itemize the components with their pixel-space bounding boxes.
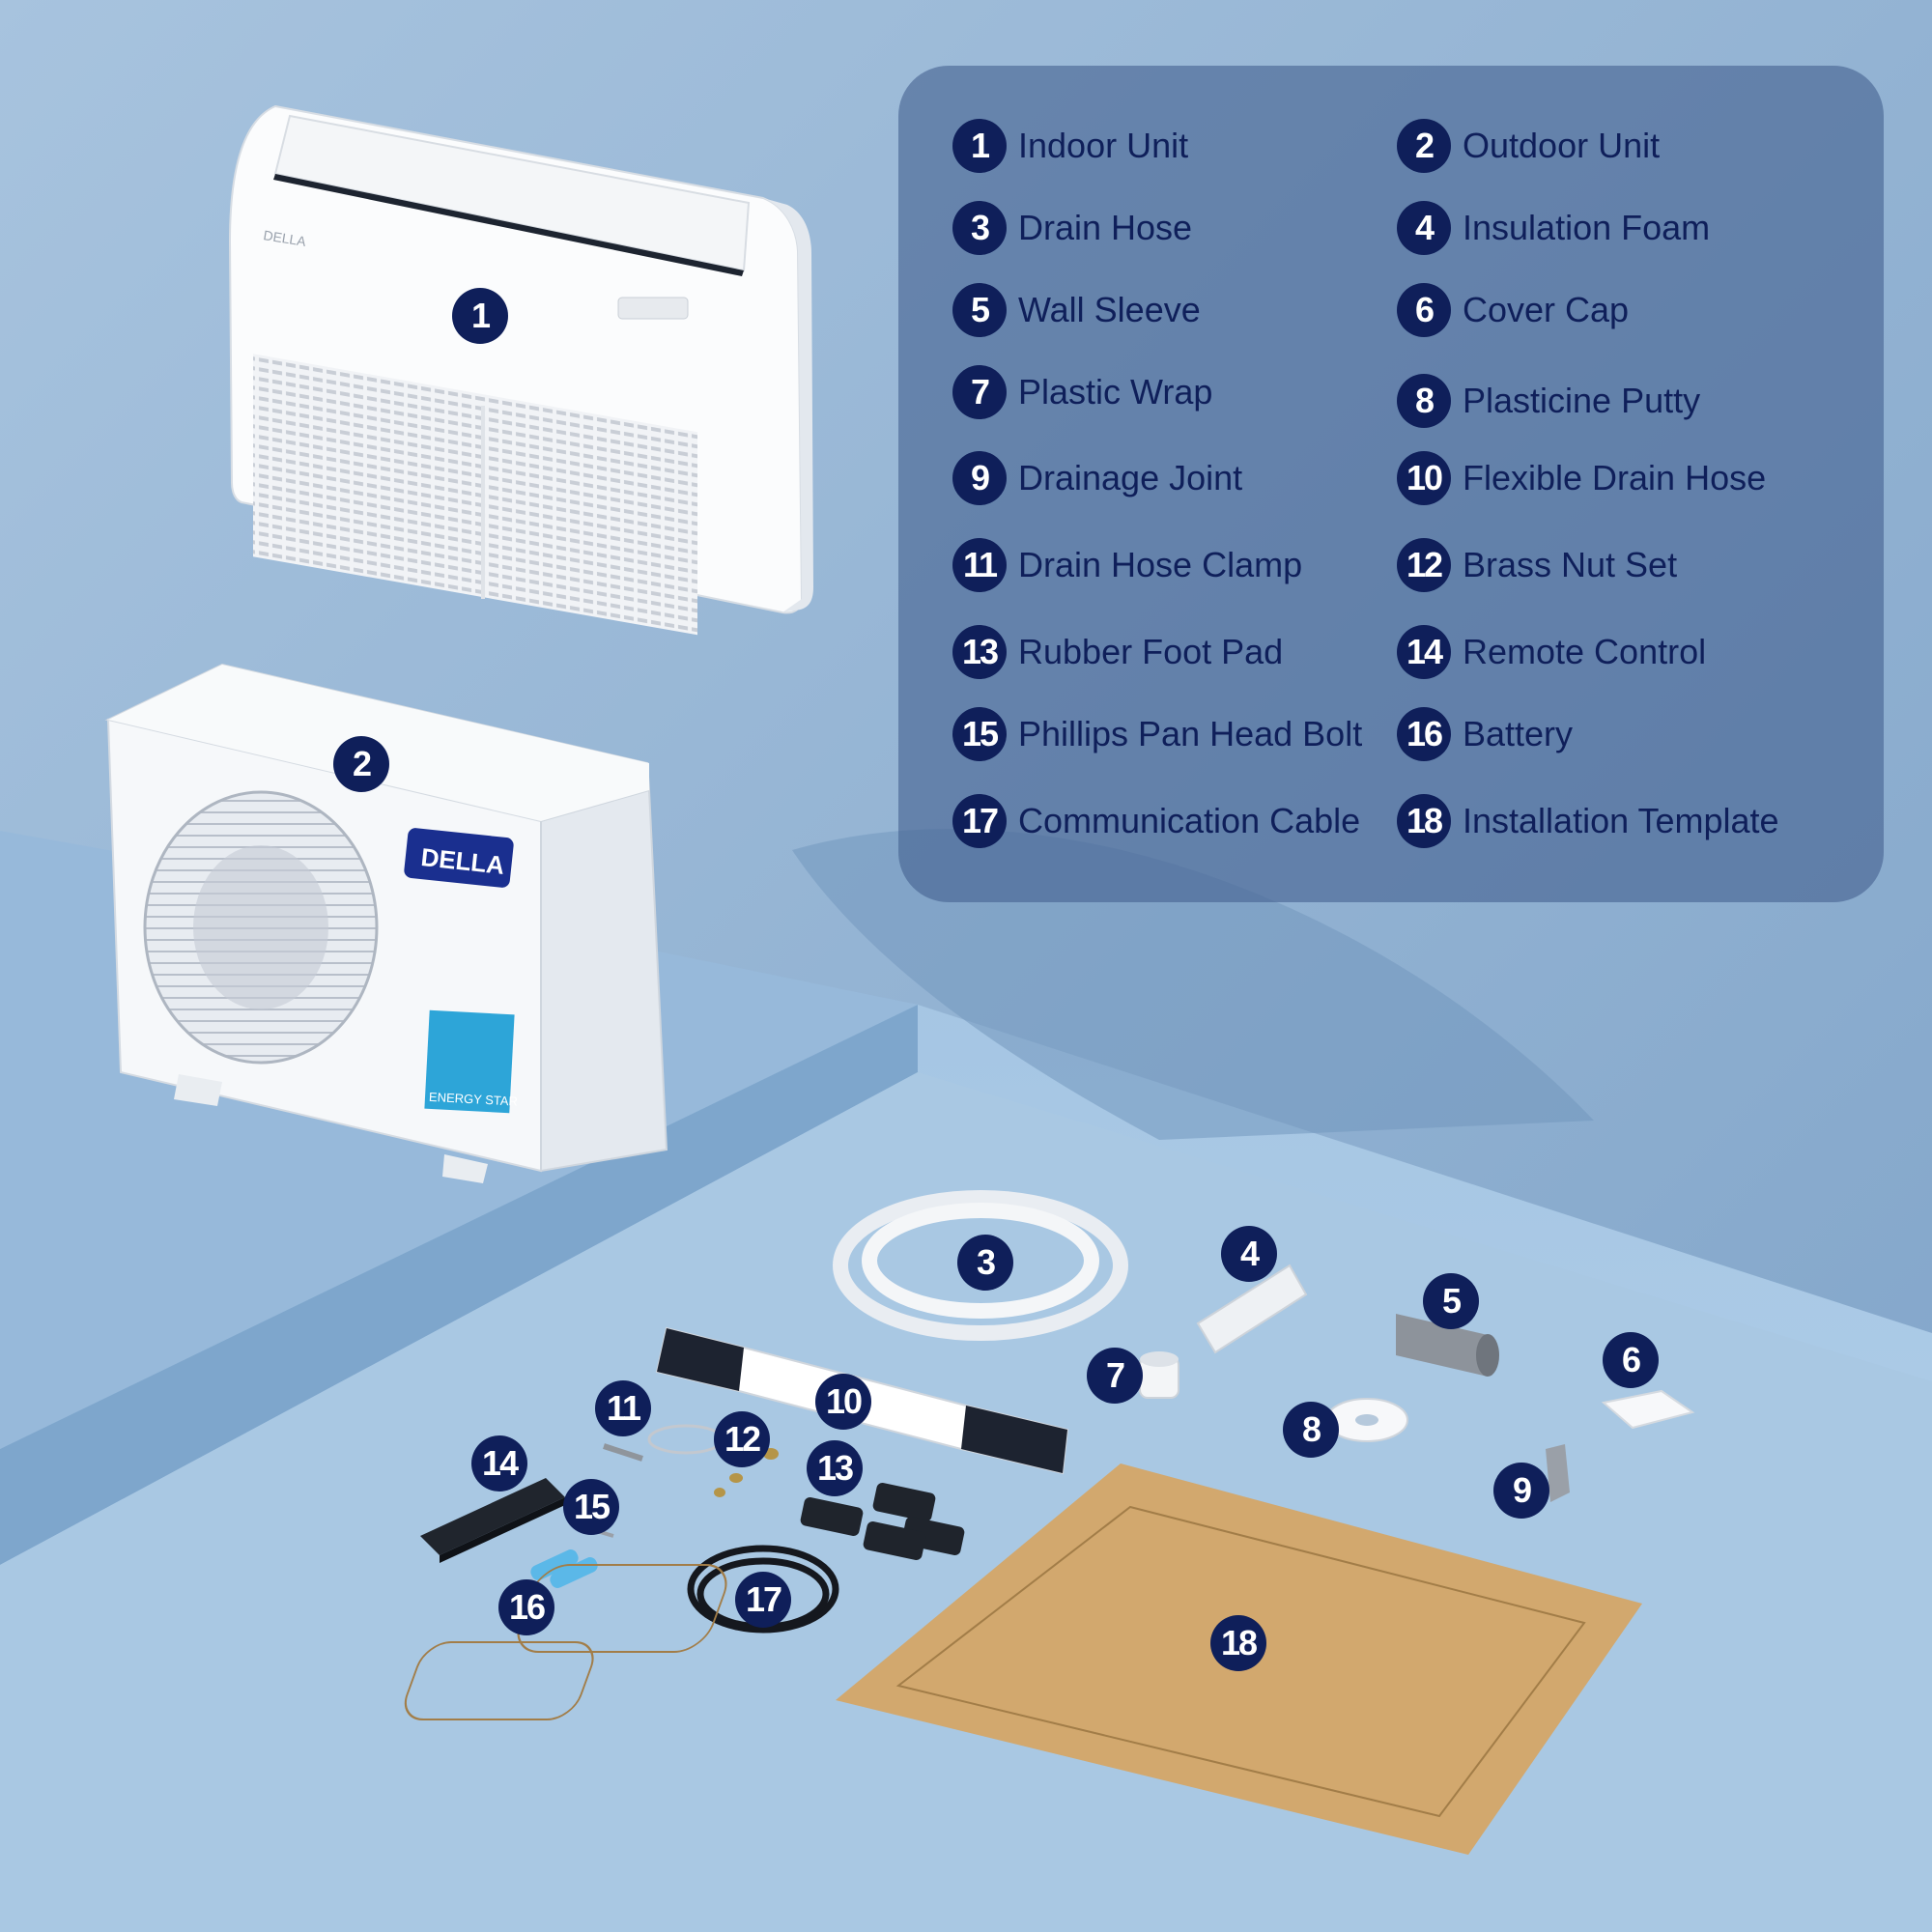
legend-badge: 3 (952, 201, 1007, 255)
legend-label: Outdoor Unit (1463, 126, 1661, 165)
parts-legend: 1 Indoor Unit 2 Outdoor Unit 3 Drain Hos… (898, 66, 1884, 902)
legend-badge: 4 (1397, 201, 1451, 255)
legend-badge: 15 (952, 707, 1007, 761)
legend-badge: 14 (1397, 625, 1451, 679)
legend-item-communication-cable: 17 Communication Cable (952, 792, 1360, 850)
accessory-cover-cap (1601, 1389, 1695, 1430)
legend-item-phillips-pan-head-bolt: 15 Phillips Pan Head Bolt (952, 705, 1362, 763)
legend-item-indoor-unit: 1 Indoor Unit (952, 117, 1188, 175)
indoor-logo: DELLA (263, 227, 308, 249)
accessory-wall-sleeve (1396, 1314, 1499, 1377)
legend-label: Rubber Foot Pad (1018, 632, 1284, 671)
legend-item-drain-hose-clamp: 11 Drain Hose Clamp (952, 536, 1302, 594)
legend-badge: 5 (952, 283, 1007, 337)
legend-badge: 7 (952, 365, 1007, 419)
callout-plastic-wrap: 7 (1087, 1348, 1143, 1404)
legend-badge: 1 (952, 119, 1007, 173)
callout-drainage-joint: 9 (1493, 1463, 1549, 1519)
callout-plasticine-putty: 8 (1283, 1402, 1339, 1458)
callout-cover-cap: 6 (1603, 1332, 1659, 1388)
legend-label: Remote Control (1463, 632, 1707, 671)
legend-label: Phillips Pan Head Bolt (1018, 714, 1363, 753)
legend-item-plastic-wrap: 7 Plastic Wrap (952, 363, 1212, 421)
legend-label: Plasticine Putty (1463, 381, 1701, 420)
callout-remote-control: 14 (471, 1435, 527, 1492)
legend-label: Communication Cable (1018, 801, 1361, 840)
legend-label: Drain Hose Clamp (1018, 545, 1303, 584)
callout-wall-sleeve: 5 (1423, 1273, 1479, 1329)
accessory-rubber-foot-pads (800, 1482, 965, 1561)
callout-outdoor-unit: 2 (333, 736, 389, 792)
callout-flexible-drain-hose: 10 (815, 1374, 871, 1430)
legend-item-installation-template: 18 Installation Template (1397, 792, 1779, 850)
legend-item-drainage-joint: 9 Drainage Joint (952, 449, 1242, 507)
legend-label: Brass Nut Set (1463, 545, 1678, 584)
legend-badge: 2 (1397, 119, 1451, 173)
callout-brass-nut-set: 12 (714, 1411, 770, 1467)
callout-phillips-bolt: 15 (563, 1479, 619, 1535)
legend-badge: 13 (952, 625, 1007, 679)
legend-item-plasticine-putty: 8 Plasticine Putty (1397, 372, 1700, 430)
accessory-remote-control (420, 1478, 565, 1563)
legend-badge: 8 (1397, 374, 1451, 428)
legend-badge: 16 (1397, 707, 1451, 761)
wall-shadow (792, 829, 1594, 1140)
indoor-unit: DELLA (228, 104, 813, 636)
callout-insulation-foam: 4 (1221, 1226, 1277, 1282)
legend-label: Cover Cap (1463, 290, 1630, 329)
energy-star-label: ENERGY STAR (429, 1090, 519, 1109)
legend-label: Battery (1463, 714, 1574, 753)
legend-badge: 10 (1397, 451, 1451, 505)
legend-item-cover-cap: 6 Cover Cap (1397, 281, 1629, 339)
legend-label: Installation Template (1463, 801, 1779, 840)
callout-battery: 16 (498, 1579, 554, 1635)
accessory-drain-hose (833, 1190, 1128, 1341)
legend-badge: 6 (1397, 283, 1451, 337)
legend-label: Plastic Wrap (1018, 372, 1213, 412)
legend-item-battery: 16 Battery (1397, 705, 1573, 763)
legend-item-drain-hose: 3 Drain Hose (952, 199, 1192, 257)
legend-item-insulation-foam: 4 Insulation Foam (1397, 199, 1710, 257)
callout-installation-template: 18 (1210, 1615, 1266, 1671)
legend-item-brass-nut-set: 12 Brass Nut Set (1397, 536, 1677, 594)
callout-drain-hose-clamp: 11 (595, 1380, 651, 1436)
legend-item-wall-sleeve: 5 Wall Sleeve (952, 281, 1201, 339)
accessory-plastic-wrap (1139, 1351, 1179, 1399)
legend-item-rubber-foot-pad: 13 Rubber Foot Pad (952, 623, 1283, 681)
legend-badge: 9 (952, 451, 1007, 505)
legend-badge: 17 (952, 794, 1007, 848)
legend-item-remote-control: 14 Remote Control (1397, 623, 1706, 681)
callout-indoor-unit: 1 (452, 288, 508, 344)
legend-label: Insulation Foam (1463, 208, 1711, 247)
accessory-plasticine-putty (1325, 1398, 1408, 1442)
legend-label: Flexible Drain Hose (1463, 458, 1767, 497)
legend-label: Drain Hose (1018, 208, 1193, 247)
callout-rubber-foot-pad: 13 (807, 1440, 863, 1496)
legend-badge: 12 (1397, 538, 1451, 592)
accessory-drainage-joint (1546, 1444, 1570, 1502)
callout-communication-cable: 17 (735, 1572, 791, 1628)
legend-label: Indoor Unit (1018, 126, 1189, 165)
legend-label: Wall Sleeve (1018, 290, 1201, 329)
accessory-insulation-foam (1196, 1264, 1308, 1354)
legend-item-outdoor-unit: 2 Outdoor Unit (1397, 117, 1660, 175)
legend-badge: 11 (952, 538, 1007, 592)
legend-item-flexible-drain-hose: 10 Flexible Drain Hose (1397, 449, 1766, 507)
indoor-display-panel (617, 297, 689, 320)
callout-drain-hose: 3 (957, 1235, 1013, 1291)
legend-badge: 18 (1397, 794, 1451, 848)
legend-label: Drainage Joint (1018, 458, 1243, 497)
